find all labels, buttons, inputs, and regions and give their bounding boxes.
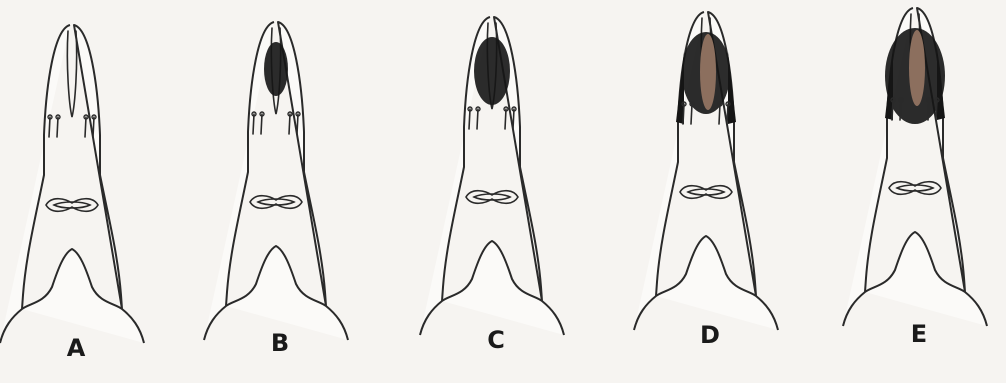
snout-outline xyxy=(0,25,144,343)
vibrissa-mark xyxy=(261,114,262,134)
vibrissa-mark xyxy=(297,114,298,134)
vibrissa-mark xyxy=(719,104,720,124)
vibrissa-mark xyxy=(892,100,893,120)
panel-label-c: C xyxy=(487,326,505,354)
panel-label-d: D xyxy=(700,321,720,349)
dark-pigment-patch xyxy=(264,42,288,96)
vibrissa-mark xyxy=(477,109,478,129)
vibrissa-mark xyxy=(683,104,684,124)
panel-label-b: B xyxy=(271,329,289,357)
panel-a xyxy=(0,25,144,343)
vibrissa-mark xyxy=(57,117,58,137)
brown-pigment-patch xyxy=(700,34,716,110)
panel-c xyxy=(420,17,564,335)
vibrissa-mark xyxy=(691,104,692,124)
panel-b xyxy=(204,22,348,340)
panel-label-a: A xyxy=(67,334,86,362)
panel-e xyxy=(843,8,987,326)
brown-pigment-patch xyxy=(909,30,925,106)
panel-d xyxy=(634,12,778,330)
vibrissa-mark xyxy=(85,117,86,137)
dark-pigment-patch xyxy=(474,37,510,105)
vibrissa-mark xyxy=(513,109,514,129)
vibrissa-mark xyxy=(727,104,728,124)
side-pigment-right xyxy=(728,52,736,124)
vibrissa-mark xyxy=(936,100,937,120)
panel-label-e: E xyxy=(911,320,927,348)
vibrissa-mark xyxy=(49,117,50,137)
vibrissa-mark xyxy=(505,109,506,129)
vibrissa-mark xyxy=(900,100,901,120)
vibrissa-mark xyxy=(253,114,254,134)
vibrissa-mark xyxy=(469,109,470,129)
snout-groove xyxy=(67,31,76,117)
vibrissa-mark xyxy=(928,100,929,120)
vibrissa-mark xyxy=(93,117,94,137)
vibrissa-mark xyxy=(289,114,290,134)
